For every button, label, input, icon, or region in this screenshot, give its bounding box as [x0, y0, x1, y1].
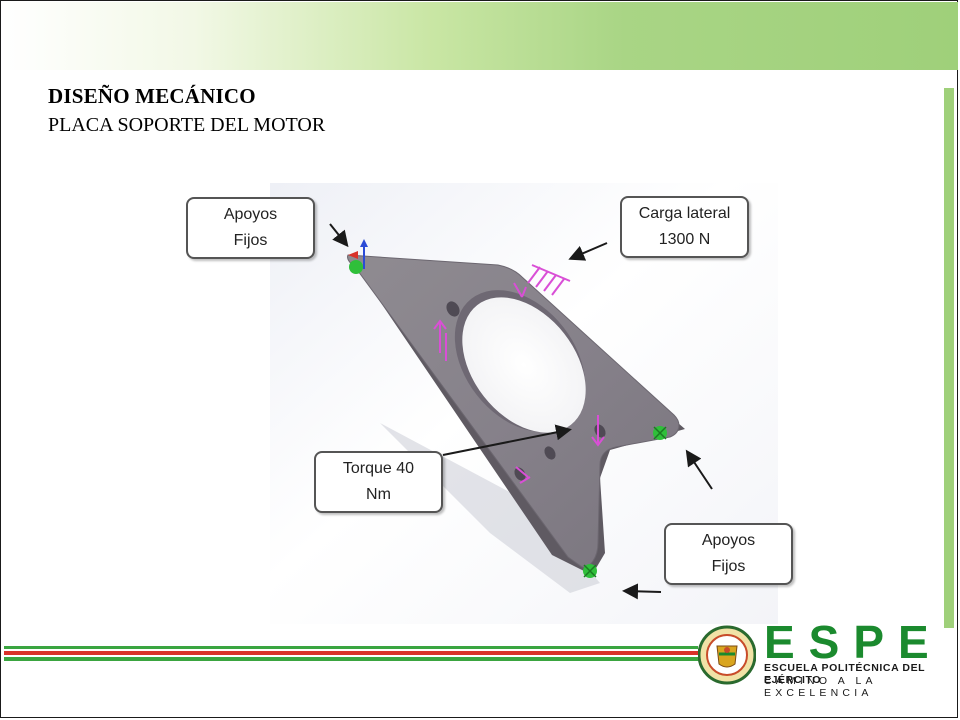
callout-line2: Nm — [366, 486, 391, 503]
callout-line2: Fijos — [233, 232, 268, 249]
slide-subtitle: PLACA SOPORTE DEL MOTOR — [48, 114, 326, 136]
fixture-top — [348, 239, 368, 274]
callout-line1: Apoyos — [223, 206, 278, 223]
torque-arrows — [433, 282, 605, 484]
callout-fixed-supports-top: Apoyos Fijos — [186, 197, 315, 259]
footer-stripes — [4, 646, 698, 664]
header-white-strip — [2, 70, 954, 88]
motor-hole — [462, 297, 586, 433]
espe-tagline-motto: CAMINO A LA EXCELENCIA — [764, 675, 877, 699]
espe-wordmark: ESPE — [764, 616, 943, 668]
bolt-hole — [446, 301, 460, 317]
espe-seal-logo — [698, 625, 756, 685]
callout-fixed-supports-bottom: Apoyos Fijos — [664, 523, 793, 585]
callout-line2: 1300 N — [658, 231, 711, 248]
fixture-bottom — [583, 564, 597, 578]
callout-lateral-load: Carga lateral 1300 N — [620, 196, 749, 258]
callout-line1: Apoyos — [701, 532, 756, 549]
bolt-hole — [514, 467, 526, 481]
callout-line1: Carga lateral — [638, 205, 731, 222]
lateral-load-arrows — [527, 264, 571, 296]
slide-title: DISEÑO MECÁNICO — [48, 84, 256, 108]
espe-tagline-name: ESCUELA POLITÉCNICA DEL EJÉRCITO — [764, 662, 926, 686]
callout-line1: Torque 40 — [342, 460, 415, 477]
callout-line2: Fijos — [711, 558, 746, 575]
right-green-stripe — [944, 88, 954, 628]
callout-torque: Torque 40 Nm — [314, 451, 443, 513]
header-gradient-band — [2, 2, 958, 70]
fixture-right — [653, 426, 667, 440]
